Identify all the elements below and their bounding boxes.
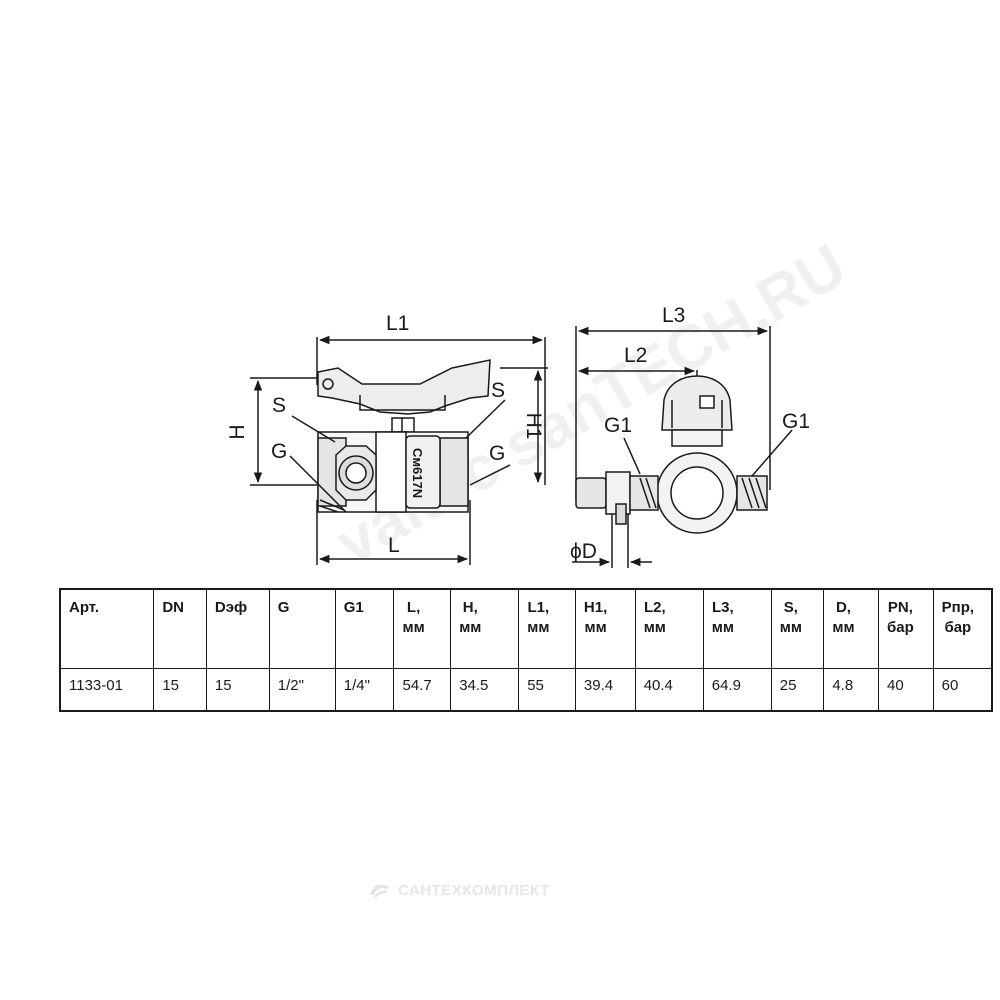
table-header-cell: Dэф [205,588,270,669]
table-header-cell: L1, мм [518,588,576,669]
dim-g-left-label: G [271,440,287,463]
table-header-line: PN, [887,599,913,616]
table-header-line: Pпр, [941,599,975,616]
table-header-row: Арт. DN Dэф G G1 L, мм H, мм L1, мм H1, мм L2, мм L3, мм… [59,588,993,669]
table-header-line: L1, [527,599,550,616]
table-header-line: мм [832,619,855,636]
front-view [250,335,548,565]
table-header-cell: L, мм [393,588,452,669]
table-cell: 15 [205,668,270,712]
table-cell: 34.5 [450,668,520,712]
table-header-cell: DN [153,588,207,669]
table-header-cell: G [268,588,336,669]
table-header-cell: D, мм [823,588,879,669]
dim-g-right-label: G [489,442,505,465]
table-header-cell: L2, мм [634,588,704,669]
table-header-cell: Pпр, бар [932,588,993,669]
table-header-line: мм [779,619,802,636]
table-header-text: L2, мм [644,598,666,638]
table-header-text: H, мм [459,598,481,638]
dim-s-right-label: S [491,379,505,402]
brand-logo-icon [370,884,390,897]
table-header-line: L2, [643,599,666,616]
footer-brand-name: САНТЕХКОМПЛЕКТ [398,881,550,899]
table-header-line: G [277,599,290,616]
table-header-line: мм [711,619,734,636]
table-header-text: H1, мм [584,598,607,638]
table-header-line: D, [835,599,851,616]
table-header-cell: H, мм [450,588,520,669]
table-header-text: Арт. [69,598,99,618]
spec-table: Арт. DN Dэф G G1 L, мм H, мм L1, мм H1, мм L2, мм L3, мм… [59,588,993,712]
table-cell: 55 [518,668,576,712]
side-view [572,326,793,568]
table-cell: 4.8 [823,668,879,712]
footer-brand: САНТЕХКОМПЛЕКТ [368,881,550,899]
table-header-text: G1 [344,598,364,618]
table-header-line: мм [459,619,482,636]
table-header-text: L1, мм [527,598,549,638]
table-cell: 60 [932,668,993,712]
table-header-line: L3, [711,599,734,616]
dim-g1-right-label: G1 [782,410,810,433]
dim-l3-label: L3 [662,304,685,327]
table-header-cell: L3, мм [702,588,772,669]
table-header-text: PN, бар [887,598,914,638]
table-header-text: S, мм [780,598,802,638]
body-marking: См617N [410,448,425,498]
technical-drawing: L1 H H1 S S G G L См617N [226,304,810,568]
table-header-line: S, [783,599,798,616]
dim-g1-left-label: G1 [604,414,632,437]
table-header-line: H1, [583,599,608,616]
table-header-line: DN [162,599,184,616]
table-header-line: Арт. [69,599,99,616]
table-header-cell: Арт. [59,588,155,669]
table-header-cell: S, мм [770,588,825,669]
table-header-text: Pпр, бар [942,598,974,638]
table-header-line: мм [527,619,550,636]
table-header-cell: PN, бар [877,588,934,669]
table-cell: 39.4 [574,668,636,712]
table-header-cell: H1, мм [574,588,636,669]
table-header-line: Dэф [214,599,248,616]
dim-h1-label: H1 [522,413,545,440]
table-header-text: D, мм [832,598,854,638]
dim-l2-label: L2 [624,344,647,367]
table-cell: 54.7 [393,668,452,712]
table-cell: 40 [877,668,934,712]
dim-l-label: L [388,534,400,557]
table-header-cell: G1 [334,588,395,669]
table-header-text: G [278,598,290,618]
table-header-text: Dэф [215,598,247,618]
dim-d-label: ϕD [570,540,597,563]
table-header-text: L3, мм [712,598,734,638]
table-header-line: мм [643,619,666,636]
table-header-line: L, [406,599,421,616]
table-cell: 15 [153,668,207,712]
table-header-line: H, [462,599,478,616]
table-cell: 64.9 [702,668,772,712]
dim-l1-label: L1 [386,312,409,335]
table-header-line: мм [584,619,607,636]
table-cell: 25 [770,668,825,712]
table-header-line: бар [886,619,914,636]
table-cell: 1/4" [334,668,395,712]
table-header-line: мм [402,619,425,636]
table-header-line: G1 [343,599,364,616]
dim-h-label: H [226,424,249,439]
table-cell: 1/2" [268,668,336,712]
table-cell: 1133-01 [59,668,155,712]
table-cell: 40.4 [634,668,704,712]
table-header-line: бар [944,619,972,636]
dim-s-left-label: S [272,394,286,417]
table-header-text: L, мм [402,598,424,638]
table-header-text: DN [162,598,184,618]
